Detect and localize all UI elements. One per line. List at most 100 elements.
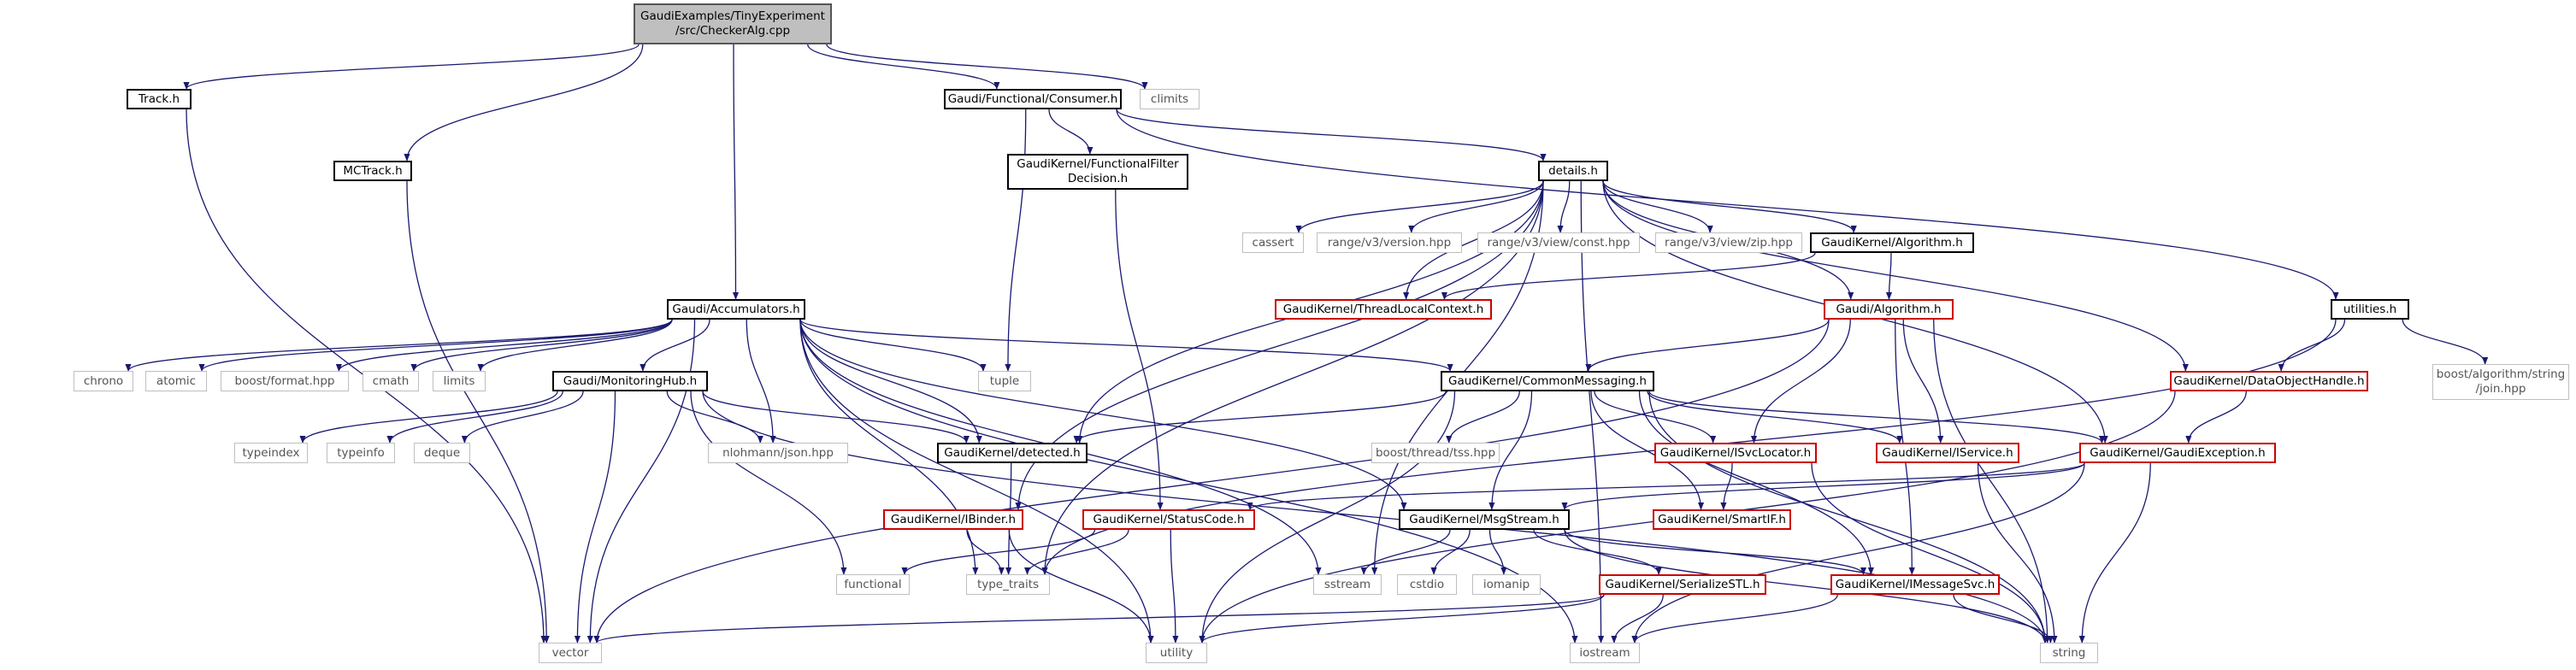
edge-details-to-dataobjhandle (1602, 180, 2189, 372)
node-type-traits: type_traits (966, 574, 1050, 595)
node-tuple: tuple (978, 371, 1031, 391)
edge-g_algorithm-to-isvclocator (1750, 319, 1851, 444)
edge-details-to-iostream (1580, 180, 1605, 644)
node-range-v3-version: range/v3/version.hpp (1317, 232, 1462, 253)
node-boost-algorithm-string-join: boost/algorithm/string /join.hpp (2432, 364, 2569, 400)
edge-commonmessaging-to-imessagesvc (1638, 391, 1874, 575)
edge-accumulators-to-utility (799, 319, 1154, 644)
edge-msgstream-to-imessagesvc (1564, 529, 1867, 575)
node-isvclocator[interactable]: GaudiKernel/ISvcLocator.h (1654, 443, 1817, 463)
node-common-messaging[interactable]: GaudiKernel/CommonMessaging.h (1441, 371, 1654, 391)
node-root-checkeralg: GaudiExamples/TinyExperiment /src/Checke… (634, 3, 832, 44)
edge-commonmessaging-to-utility (1199, 391, 1456, 644)
edge-serializestl-to-iostream (1611, 594, 1664, 644)
node-smartif[interactable]: GaudiKernel/SmartIF.h (1653, 509, 1791, 530)
edge-monitoringhub-to-detected (702, 391, 970, 444)
edge-details-to-rv3const (1557, 180, 1571, 233)
node-chrono: chrono (74, 371, 133, 391)
edge-details-to-threadlocal (1403, 180, 1544, 300)
node-functional-filter-decision[interactable]: GaudiKernel/FunctionalFilter Decision.h (1007, 154, 1188, 190)
edge-details-to-rv3zip (1602, 180, 1713, 233)
node-imessage-svc[interactable]: GaudiKernel/IMessageSvc.h (1830, 574, 2000, 595)
edge-consumer-to-tuple (1005, 109, 1027, 372)
edge-g_algorithm-to-commonmessaging (1585, 319, 1830, 372)
edge-commonmessaging-to-msgstream (1488, 391, 1533, 510)
node-data-object-handle[interactable]: GaudiKernel/DataObjectHandle.h (2170, 371, 2368, 391)
node-gaudi-algorithm[interactable]: Gaudi/Algorithm.h (1824, 299, 1954, 320)
edge-gaudiexception-to-statuscode (1247, 462, 2085, 510)
edge-utilities-to-dataobjhandle (2278, 319, 2346, 372)
edge-accumulators-to-commonmessaging (799, 319, 1453, 372)
edge-monitoringhub-to-deque (461, 391, 584, 444)
node-boost-format: boost/format.hpp (221, 371, 349, 391)
edge-monitoringhub-to-functional (690, 391, 847, 575)
node-details[interactable]: details.h (1538, 161, 1608, 181)
node-limits: limits (433, 371, 486, 391)
edge-ibinder-to-type_traits (966, 529, 1005, 575)
node-climits: climits (1140, 89, 1200, 109)
node-iservice[interactable]: GaudiKernel/IService.h (1876, 443, 2019, 463)
edge-accumulators-to-cmath (410, 319, 673, 372)
edge-monitoringhub-to-typeinfo (386, 391, 563, 444)
edge-commonmessaging-to-iservice (1647, 391, 1903, 444)
edge-commonmessaging-to-isvclocator (1594, 391, 1717, 444)
edge-accumulators-to-limits (477, 319, 673, 372)
node-monitoring-hub[interactable]: Gaudi/MonitoringHub.h (552, 371, 708, 391)
edge-ffdecision-to-statuscode (1115, 189, 1164, 510)
node-utilities[interactable]: utilities.h (2331, 299, 2409, 320)
edge-accumulators-to-chrono (125, 319, 673, 372)
node-cmath: cmath (363, 371, 419, 391)
node-boost-thread-tss: boost/thread/tss.hpp (1371, 443, 1500, 463)
edge-commonmessaging-to-string (1648, 391, 2048, 644)
edge-msgstream-to-cstdio (1430, 529, 1471, 575)
node-range-v3-view-zip: range/v3/view/zip.hpp (1655, 232, 1802, 253)
edge-ibinder-to-utility (1008, 529, 1154, 644)
edge-gk_algorithm-to-threadlocal (1441, 252, 1816, 300)
edge-isvclocator-to-string (1811, 462, 2048, 644)
edge-gk_algorithm-to-g_algorithm (1885, 252, 1893, 300)
node-functional: functional (836, 574, 910, 595)
node-ibinder[interactable]: GaudiKernel/IBinder.h (883, 509, 1023, 530)
edge-utilities-to-boostjoin (2402, 319, 2489, 365)
edge-details-to-gk_algorithm (1602, 180, 1857, 233)
node-cassert: cassert (1242, 232, 1304, 253)
edge-statuscode-to-functional (901, 529, 1096, 575)
node-functional-consumer[interactable]: Gaudi/Functional/Consumer.h (944, 89, 1122, 109)
edge-commonmessaging-to-gaudiexception (1648, 391, 2106, 444)
edge-isvclocator-to-smartif (1720, 462, 1733, 510)
node-typeindex: typeindex (234, 443, 308, 463)
edge-root-to-accumulators (732, 44, 740, 300)
node-status-code[interactable]: GaudiKernel/StatusCode.h (1082, 509, 1255, 530)
node-typeinfo: typeinfo (327, 443, 395, 463)
node-gaudikernel-algorithm[interactable]: GaudiKernel/Algorithm.h (1810, 232, 1974, 253)
node-gaudi-exception[interactable]: GaudiKernel/GaudiException.h (2079, 443, 2276, 463)
node-iostream: iostream (1570, 643, 1640, 663)
node-detected[interactable]: GaudiKernel/detected.h (937, 443, 1088, 463)
node-serialize-stl[interactable]: GaudiKernel/SerializeSTL.h (1599, 574, 1766, 595)
edge-imessagesvc-to-string (1953, 594, 2054, 644)
edge-msgstream-to-sstream (1360, 529, 1451, 575)
node-nlohmann-json: nlohmann/json.hpp (708, 443, 848, 463)
node-vector: vector (539, 643, 602, 663)
edge-serializestl-to-vector (593, 594, 1605, 644)
edge-monitoringhub-to-vector (574, 391, 616, 644)
node-accumulators[interactable]: Gaudi/Accumulators.h (667, 299, 805, 320)
edge-accumulators-to-atomic (198, 319, 673, 372)
edge-root-to-track (183, 44, 640, 90)
node-track[interactable]: Track.h (127, 89, 192, 109)
node-thread-local-context[interactable]: GaudiKernel/ThreadLocalContext.h (1275, 299, 1492, 320)
edge-g_algorithm-to-vector (593, 319, 1830, 644)
edge-commonmessaging-to-boosttss (1446, 391, 1520, 444)
node-string: string (2040, 643, 2098, 663)
edge-accumulators-to-boostformat (335, 319, 673, 372)
node-msg-stream[interactable]: GaudiKernel/MsgStream.h (1399, 509, 1570, 530)
edge-accumulators-to-iostream (799, 319, 1578, 644)
edge-iservice-to-string (1977, 462, 2058, 644)
node-mctrack[interactable]: MCTrack.h (333, 161, 412, 181)
edge-gaudiexception-to-iostream (1631, 462, 2085, 644)
edge-root-to-consumer (807, 44, 1000, 90)
edge-imessagesvc-to-iostream (1631, 594, 1838, 644)
edge-statuscode-to-type_traits (1023, 529, 1129, 575)
